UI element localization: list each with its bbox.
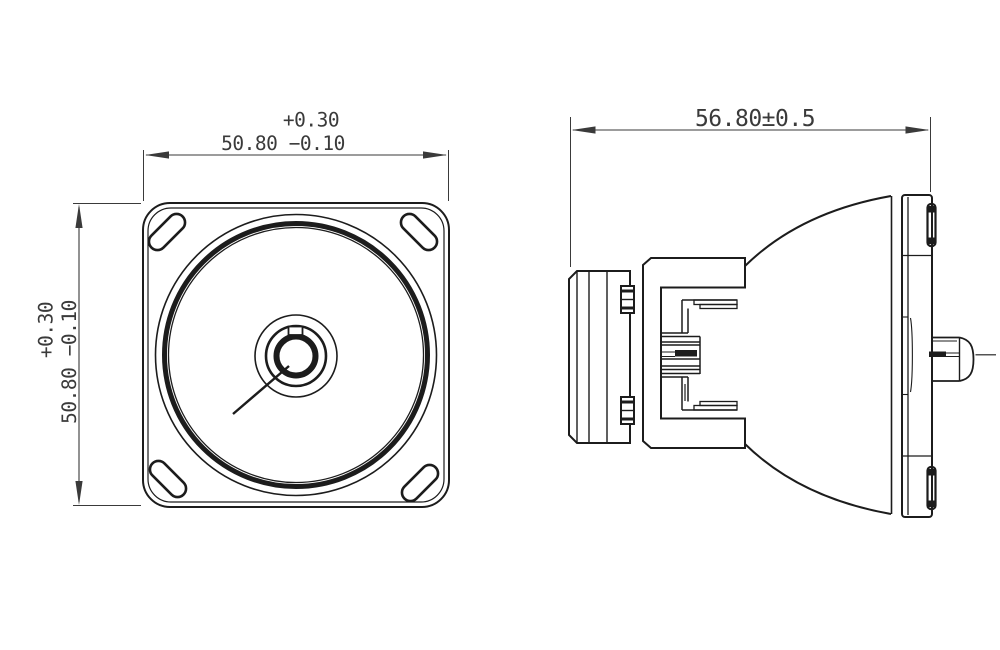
dim-height-value: 50.80 −0.10 <box>58 300 81 424</box>
pole-center-bar <box>675 350 697 357</box>
front-flange <box>142 202 450 508</box>
horn-mouth-circles <box>154 213 438 497</box>
terminal-stub <box>929 336 996 382</box>
arrowhead-bottom <box>75 481 83 505</box>
arrowhead-left <box>145 151 169 159</box>
dim-height-upper-tolerance: +0.30 <box>35 302 58 358</box>
leader-line <box>232 365 290 415</box>
front-view <box>142 202 450 508</box>
magnet-stack <box>568 270 631 444</box>
horn-profile <box>744 195 893 515</box>
arrowhead-right <box>905 126 930 134</box>
arrowhead-right <box>423 151 447 159</box>
stub-slot-bar <box>929 351 946 357</box>
clamp-screw-top <box>620 285 635 314</box>
hub-key-notch <box>287 325 304 336</box>
flange-contour-line <box>909 317 913 393</box>
mounting-slot-bottom-right <box>400 463 440 503</box>
mounting-slot-bottom-left <box>148 459 188 499</box>
mounting-slot-top-right <box>399 212 439 252</box>
frame-bracket <box>642 257 746 449</box>
edge-slot-top <box>926 202 937 248</box>
dim-width-upper-tolerance: +0.30 <box>283 109 339 132</box>
arrowhead-top <box>75 204 83 228</box>
dim-depth-value: 56.80±0.5 <box>695 106 815 132</box>
dim-side-depth: 56.80±0.5 <box>570 106 931 267</box>
center-hub <box>254 314 338 398</box>
side-view <box>568 194 996 518</box>
side-flange-plate <box>901 194 937 518</box>
stub-dome <box>959 336 975 382</box>
edge-slot-bottom <box>926 465 937 511</box>
dim-width-value: 50.80 −0.10 <box>221 132 345 155</box>
motor-inner-structure <box>661 299 738 411</box>
arrowhead-left <box>571 126 596 134</box>
dim-front-height: +0.30 50.80 −0.10 <box>35 203 141 506</box>
dim-front-width: +0.30 50.80 −0.10 <box>143 109 449 201</box>
clamp-screw-bottom <box>620 396 635 425</box>
mounting-slot-top-left <box>147 212 187 252</box>
